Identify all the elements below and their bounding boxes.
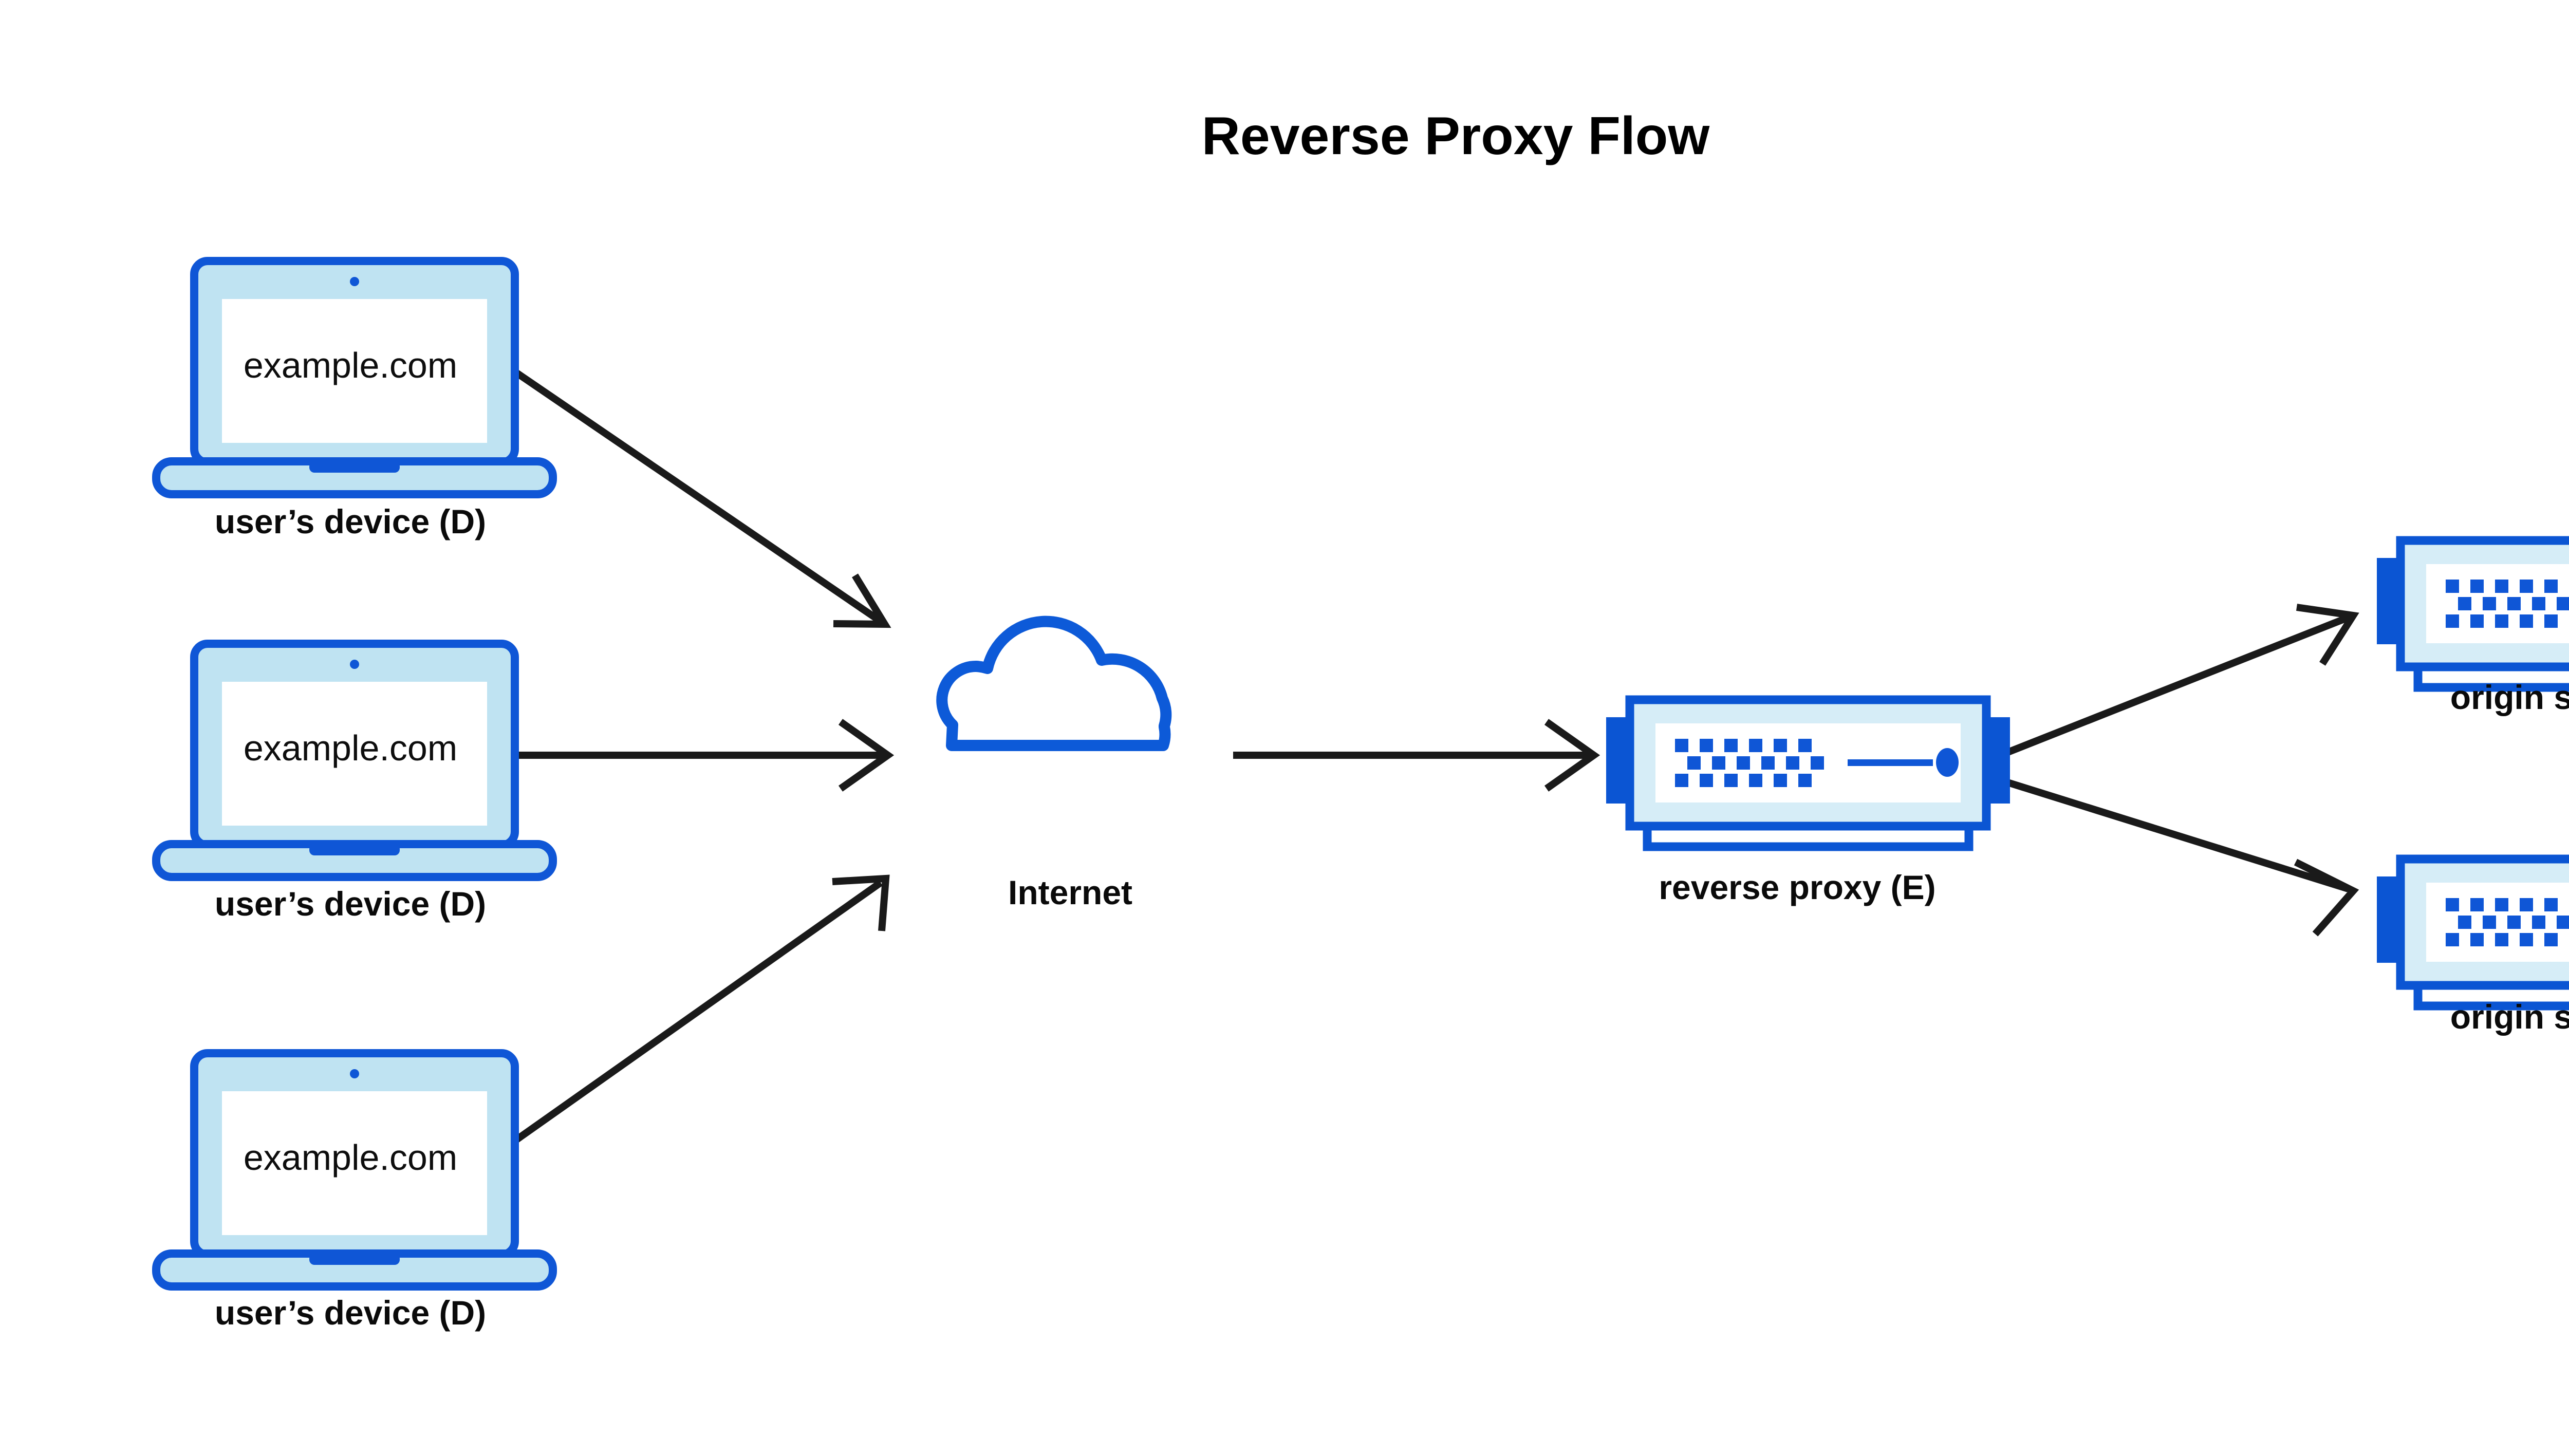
device-screen-text: example.com xyxy=(244,345,457,385)
edge-proxy-to-origin-top xyxy=(2001,604,2359,758)
device-screen-text: example.com xyxy=(244,1137,457,1178)
node-internet[interactable]: Internet xyxy=(942,622,1166,911)
server-icon xyxy=(1606,700,2010,847)
origin-server-caption: origin server (F) xyxy=(2450,998,2569,1036)
node-reverse-proxy[interactable]: reverse proxy (E) xyxy=(1606,700,2010,906)
edge-device-middle-to-internet xyxy=(514,719,895,792)
node-device-middle[interactable]: example.com user’s device (D) xyxy=(156,644,553,923)
origin-server-caption: origin server (F) xyxy=(2450,678,2569,716)
edge-device-top-to-internet xyxy=(512,368,891,628)
edge-device-bottom-to-internet xyxy=(511,874,890,1145)
connector-layer xyxy=(511,368,2359,1145)
node-device-top[interactable]: example.com user’s device (D) xyxy=(156,261,553,540)
server-icon xyxy=(2377,859,2569,1006)
reverse-proxy-caption: reverse proxy (E) xyxy=(1659,868,1935,906)
device-caption: user’s device (D) xyxy=(215,1294,486,1332)
edge-internet-to-proxy xyxy=(1233,719,1600,792)
cloud-icon xyxy=(942,622,1166,745)
node-device-bottom[interactable]: example.com user’s device (D) xyxy=(156,1053,553,1332)
device-caption: user’s device (D) xyxy=(215,502,486,540)
internet-caption: Internet xyxy=(1008,873,1132,911)
device-caption: user’s device (D) xyxy=(215,885,486,923)
page-title: Reverse Proxy Flow xyxy=(1202,106,1710,166)
server-icon xyxy=(2377,540,2569,687)
node-origin-server-top[interactable]: origin server (F) xyxy=(2377,540,2569,716)
device-screen-text: example.com xyxy=(244,728,457,768)
edge-proxy-to-origin-bottom xyxy=(2001,777,2359,937)
node-origin-server-bottom[interactable]: origin server (F) xyxy=(2377,859,2569,1036)
